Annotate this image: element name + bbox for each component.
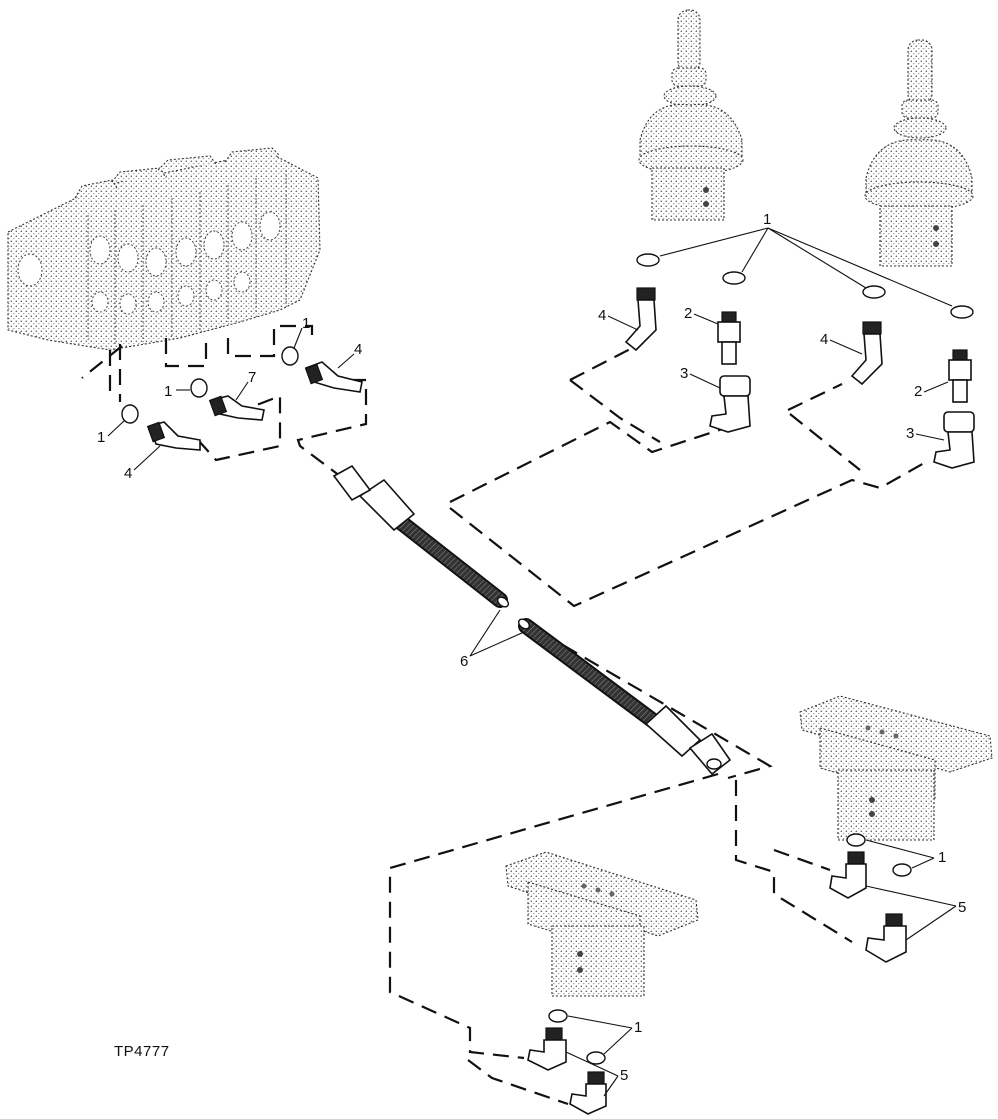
callout-labels: 1 4 1 7 1 4 6 1 4 2 3 4 2 3 1 5 1 5 (97, 211, 966, 1084)
fitting-part (208, 395, 265, 421)
callout-1-pedal-left: 1 (634, 1019, 642, 1036)
pedal-elbow-nipples (527, 851, 907, 1115)
joystick-straight-fittings (717, 311, 972, 403)
control-valve (7, 147, 321, 351)
callout-3-joystick-left: 3 (680, 365, 688, 382)
hose-upper (332, 464, 510, 608)
callout-6: 6 (460, 653, 468, 670)
callout-3-joystick-right: 3 (906, 425, 914, 442)
o-ring-part (121, 346, 299, 424)
callout-7: 7 (248, 369, 256, 386)
callout-leader-lines (107, 227, 957, 1097)
callout-1-valve-mid: 1 (164, 383, 172, 400)
callout-5-pedal-left: 5 (620, 1067, 628, 1084)
callout-4-valve-left: 4 (124, 465, 132, 482)
callout-4-joystick-right: 4 (820, 331, 828, 348)
callout-4-joystick-left: 4 (598, 307, 606, 324)
callout-2-joystick-right: 2 (914, 383, 922, 400)
callout-4-valve-right: 4 (354, 341, 362, 358)
hose-routing-lines (81, 324, 927, 1106)
joystick-elbows (624, 287, 883, 386)
callout-1-valve-left: 1 (97, 429, 105, 446)
joystick-swivel-elbows (709, 375, 975, 469)
callout-1-valve-right: 1 (302, 315, 310, 332)
figure-code: TP4777 (114, 1043, 170, 1060)
joystick-o-rings (636, 253, 974, 319)
pedal-o-rings (548, 833, 912, 1065)
hose-lower (517, 618, 732, 776)
callout-1-pedal-right: 1 (938, 849, 946, 866)
travel-pedal-valve-left (505, 851, 699, 997)
valve-ports (17, 211, 281, 315)
travel-pedal-valve-right (799, 695, 993, 841)
pilot-control-lever-right (864, 39, 974, 267)
callout-2-joystick-left: 2 (684, 305, 692, 322)
elbow-fitting-part (146, 361, 363, 451)
pilot-control-lever-left (638, 9, 744, 221)
callout-5-pedal-right: 5 (958, 899, 966, 916)
callout-1-joystick: 1 (763, 211, 771, 228)
